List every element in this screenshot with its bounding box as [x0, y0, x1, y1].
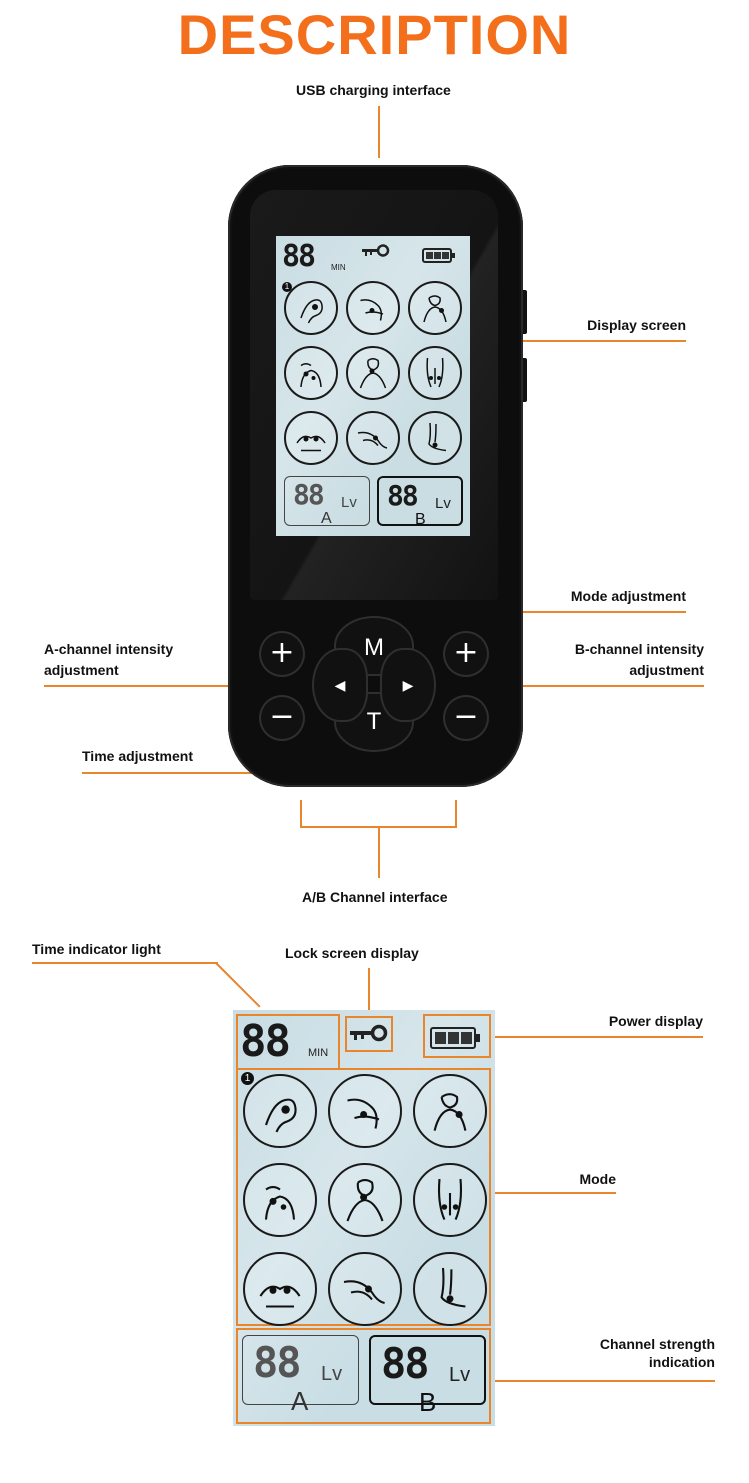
mode-leader-line	[492, 1192, 616, 1194]
enlarged-channel-b-letter: B	[419, 1387, 437, 1417]
small-mode-shoulder-icon	[408, 281, 462, 335]
small-mode-shoulder-front-icon	[284, 346, 338, 400]
enlarged-timer-unit: MIN	[308, 1047, 329, 1059]
channel-strength-leader-line	[492, 1380, 715, 1382]
large-mode-shoulder-icon	[413, 1074, 487, 1148]
large-mode-foot-icon	[413, 1252, 487, 1326]
channel-a-box: 88 Lv A	[284, 476, 370, 527]
enlarged-channel-a-digits: 88	[253, 1338, 302, 1387]
channel-a-digits: 88	[293, 478, 325, 511]
power-display-box	[423, 1014, 491, 1058]
timer-digits: 88	[282, 239, 316, 274]
time-indicator-leader-diagonal	[215, 962, 261, 1008]
display-screen-label: Display screen	[587, 317, 686, 333]
lock-icon	[362, 244, 390, 258]
a-channel-label-line1: A-channel intensity	[44, 641, 174, 657]
enlarged-lock-icon	[350, 1023, 388, 1043]
channel-b-box: 88 Lv B	[377, 476, 463, 528]
ab-leader-line	[378, 826, 380, 878]
b-channel-minus-button[interactable]: −	[445, 697, 487, 739]
mode-adjustment-leader-line	[434, 611, 686, 613]
large-mode-buttocks-icon	[413, 1163, 487, 1237]
side-button-upper[interactable]	[519, 290, 527, 334]
time-adjustment-leader-line	[82, 772, 336, 774]
lock-screen-label: Lock screen display	[285, 945, 419, 961]
enlarged-channel-b-digits: 88	[381, 1339, 430, 1388]
small-mode-knee-icon	[284, 411, 338, 465]
channel-b-letter: B	[415, 511, 426, 528]
display-screen-leader-line	[432, 340, 686, 342]
ab-bracket-right	[455, 800, 457, 828]
lock-screen-leader-line	[368, 968, 370, 1010]
device-display-screen: 88 MIN 1 88 Lv A 88 Lv B	[276, 236, 470, 536]
a-channel-minus-button[interactable]: −	[261, 697, 303, 739]
b-channel-leader-line	[504, 685, 704, 687]
side-button-lower[interactable]	[519, 358, 527, 402]
b-channel-label-line2: adjustment	[629, 662, 704, 678]
usb-leader-line	[378, 106, 380, 158]
small-mode-wrist-icon	[284, 281, 338, 335]
channel-strength-label-line2: indication	[648, 1354, 715, 1370]
small-mode-hand-icon	[346, 411, 400, 465]
enlarged-channel-a-box: 88 Lv A	[242, 1335, 359, 1414]
usb-charging-label: USB charging interface	[296, 82, 451, 98]
small-mode-elbow-icon	[346, 281, 400, 335]
enlarged-display-screen: 88 MIN 1 88 Lv A 88 Lv B	[233, 1010, 495, 1426]
large-mode-knee-icon	[243, 1252, 317, 1326]
mode-label: Mode	[579, 1171, 616, 1187]
enlarged-timer-digits: 88	[240, 1016, 291, 1067]
page-title: DESCRIPTION	[177, 3, 572, 66]
ab-bracket-left	[300, 800, 302, 828]
b-channel-plus-button[interactable]: +	[445, 633, 487, 675]
ab-channel-interface-label: A/B Channel interface	[302, 889, 448, 905]
large-mode-elbow-icon	[328, 1074, 402, 1148]
mode-adjustment-label: Mode adjustment	[570, 588, 686, 604]
enlarged-channel-a-unit: Lv	[321, 1363, 343, 1385]
large-mode-shoulder-front-icon	[243, 1163, 317, 1237]
channel-a-letter: A	[321, 510, 332, 527]
a-channel-label-line2: adjustment	[44, 662, 119, 678]
channel-b-digits: 88	[387, 479, 419, 512]
a-channel-leader-line	[44, 685, 242, 687]
right-arrow-button[interactable]: ▶	[382, 650, 434, 720]
time-adjustment-label: Time adjustment	[82, 748, 193, 764]
time-indicator-label: Time indicator light	[32, 941, 161, 957]
small-mode-buttocks-icon	[408, 346, 462, 400]
a-channel-plus-button[interactable]: +	[261, 633, 303, 675]
time-indicator-leader-line	[32, 962, 218, 964]
small-mode-neck-icon	[346, 346, 400, 400]
channel-b-unit: Lv	[435, 495, 451, 512]
power-display-leader-line	[492, 1036, 703, 1038]
left-arrow-button[interactable]: ◀	[314, 650, 366, 720]
timer-unit: MIN	[331, 263, 346, 272]
enlarged-battery-icon	[430, 1027, 480, 1049]
enlarged-channel-b-box: 88 Lv B	[369, 1335, 486, 1415]
lock-screen-box	[345, 1016, 393, 1052]
small-mode-foot-icon	[408, 411, 462, 465]
channel-a-unit: Lv	[341, 494, 357, 511]
channel-strength-label-line1: Channel strength	[599, 1336, 715, 1352]
mode-badge: 1	[282, 282, 292, 292]
channel-strength-box	[236, 1328, 491, 1424]
large-mode-neck-icon	[328, 1163, 402, 1237]
enlarged-mode-badge: 1	[241, 1072, 254, 1085]
enlarged-channel-b-unit: Lv	[449, 1364, 471, 1386]
large-mode-hand-icon	[328, 1252, 402, 1326]
b-channel-label-line1: B-channel intensity	[574, 641, 704, 657]
large-mode-wrist-icon	[243, 1074, 317, 1148]
battery-icon	[422, 248, 455, 263]
enlarged-channel-a-letter: A	[291, 1386, 309, 1416]
power-display-label: Power display	[608, 1013, 703, 1029]
